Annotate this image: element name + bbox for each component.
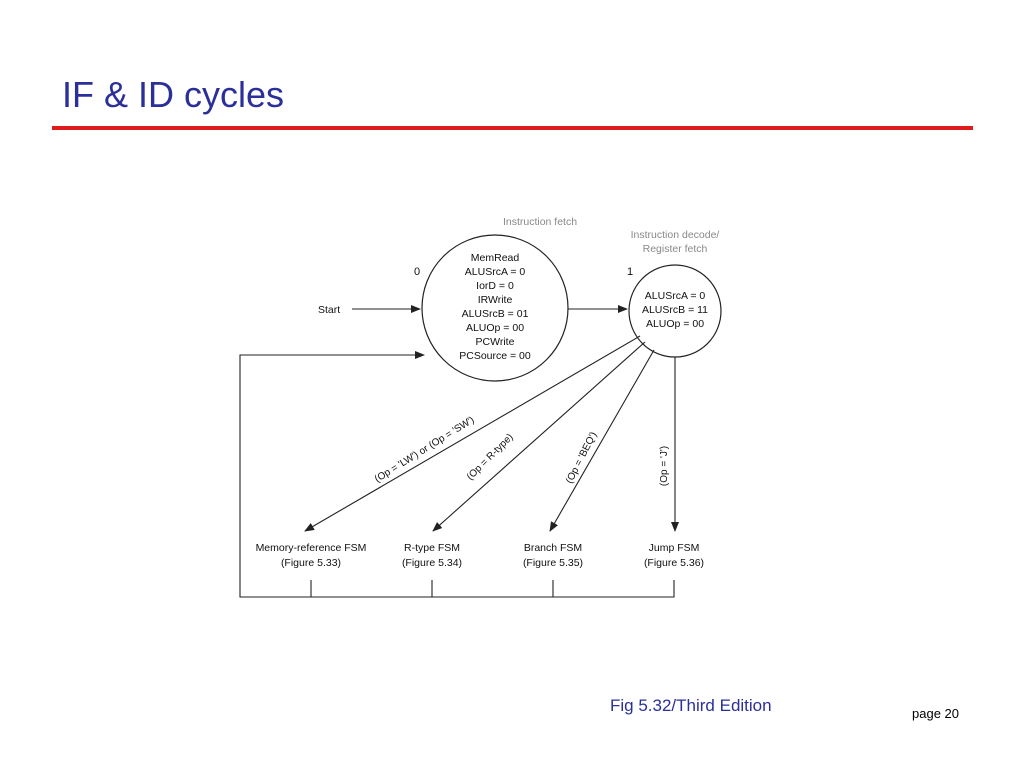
decode-signal: ALUOp = 00 bbox=[646, 318, 704, 330]
fsm-target-branch: Branch FSM (Figure 5.35) bbox=[523, 542, 583, 569]
transition-arrow-memory bbox=[304, 335, 641, 532]
transition-label-rtype: (Op = R-type) bbox=[465, 432, 516, 483]
fetch-signal: IorD = 0 bbox=[476, 280, 514, 292]
decode-state-header-line2: Register fetch bbox=[643, 243, 708, 255]
figure-caption: Fig 5.32/Third Edition bbox=[610, 696, 772, 715]
fetch-state-number: 0 bbox=[414, 266, 420, 278]
transition-label-branch: (Op = 'BEQ') bbox=[564, 430, 599, 485]
transition-label-memory: (Op = 'LW') or (Op = 'SW') bbox=[373, 415, 477, 485]
decode-signal: ALUSrcA = 0 bbox=[645, 290, 706, 302]
decode-state-signals: ALUSrcA = 0 ALUSrcB = 11 ALUOp = 00 bbox=[642, 290, 708, 330]
fetch-signal: ALUSrcA = 0 bbox=[465, 266, 526, 278]
decode-state-number: 1 bbox=[627, 266, 633, 278]
page-number: page 20 bbox=[912, 706, 959, 721]
fsm-target-rtype: R-type FSM (Figure 5.34) bbox=[402, 542, 462, 569]
decode-signal: ALUSrcB = 11 bbox=[642, 304, 708, 316]
fsm-target-figure: (Figure 5.35) bbox=[523, 557, 583, 569]
fsm-target-name: R-type FSM bbox=[404, 542, 460, 554]
fetch-signal: ALUOp = 00 bbox=[466, 322, 524, 334]
fetch-state-header: Instruction fetch bbox=[503, 216, 577, 228]
fetch-state-circle bbox=[421, 234, 569, 382]
fetch-signal: IRWrite bbox=[478, 294, 513, 306]
fetch-signal: MemRead bbox=[471, 252, 520, 264]
fsm-target-figure: (Figure 5.36) bbox=[644, 557, 704, 569]
fsm-target-name: Memory-reference FSM bbox=[256, 542, 367, 554]
fsm-target-figure: (Figure 5.34) bbox=[402, 557, 462, 569]
fetch-signal: PCWrite bbox=[476, 336, 515, 348]
transition-arrow-rtype bbox=[432, 341, 646, 532]
fsm-target-name: Branch FSM bbox=[524, 542, 582, 554]
slide-title: IF & ID cycles bbox=[62, 74, 285, 115]
fsm-target-jump: Jump FSM (Figure 5.36) bbox=[644, 542, 704, 569]
title-underline bbox=[52, 126, 973, 130]
transition-arrow-branch bbox=[549, 349, 655, 532]
fetch-signal: PCSource = 00 bbox=[459, 350, 531, 362]
fetch-state-signals: MemRead ALUSrcA = 0 IorD = 0 IRWrite ALU… bbox=[459, 252, 531, 362]
return-path-line bbox=[239, 351, 675, 598]
decode-state-header-line1: Instruction decode/ bbox=[631, 229, 720, 241]
start-label: Start bbox=[318, 304, 340, 316]
fetch-signal: ALUSrcB = 01 bbox=[462, 308, 529, 320]
fsm-target-memory: Memory-reference FSM (Figure 5.33) bbox=[256, 542, 367, 569]
transition-label-jump: (Op = 'J') bbox=[659, 446, 670, 486]
fsm-target-figure: (Figure 5.33) bbox=[281, 557, 341, 569]
fsm-target-name: Jump FSM bbox=[649, 542, 700, 554]
